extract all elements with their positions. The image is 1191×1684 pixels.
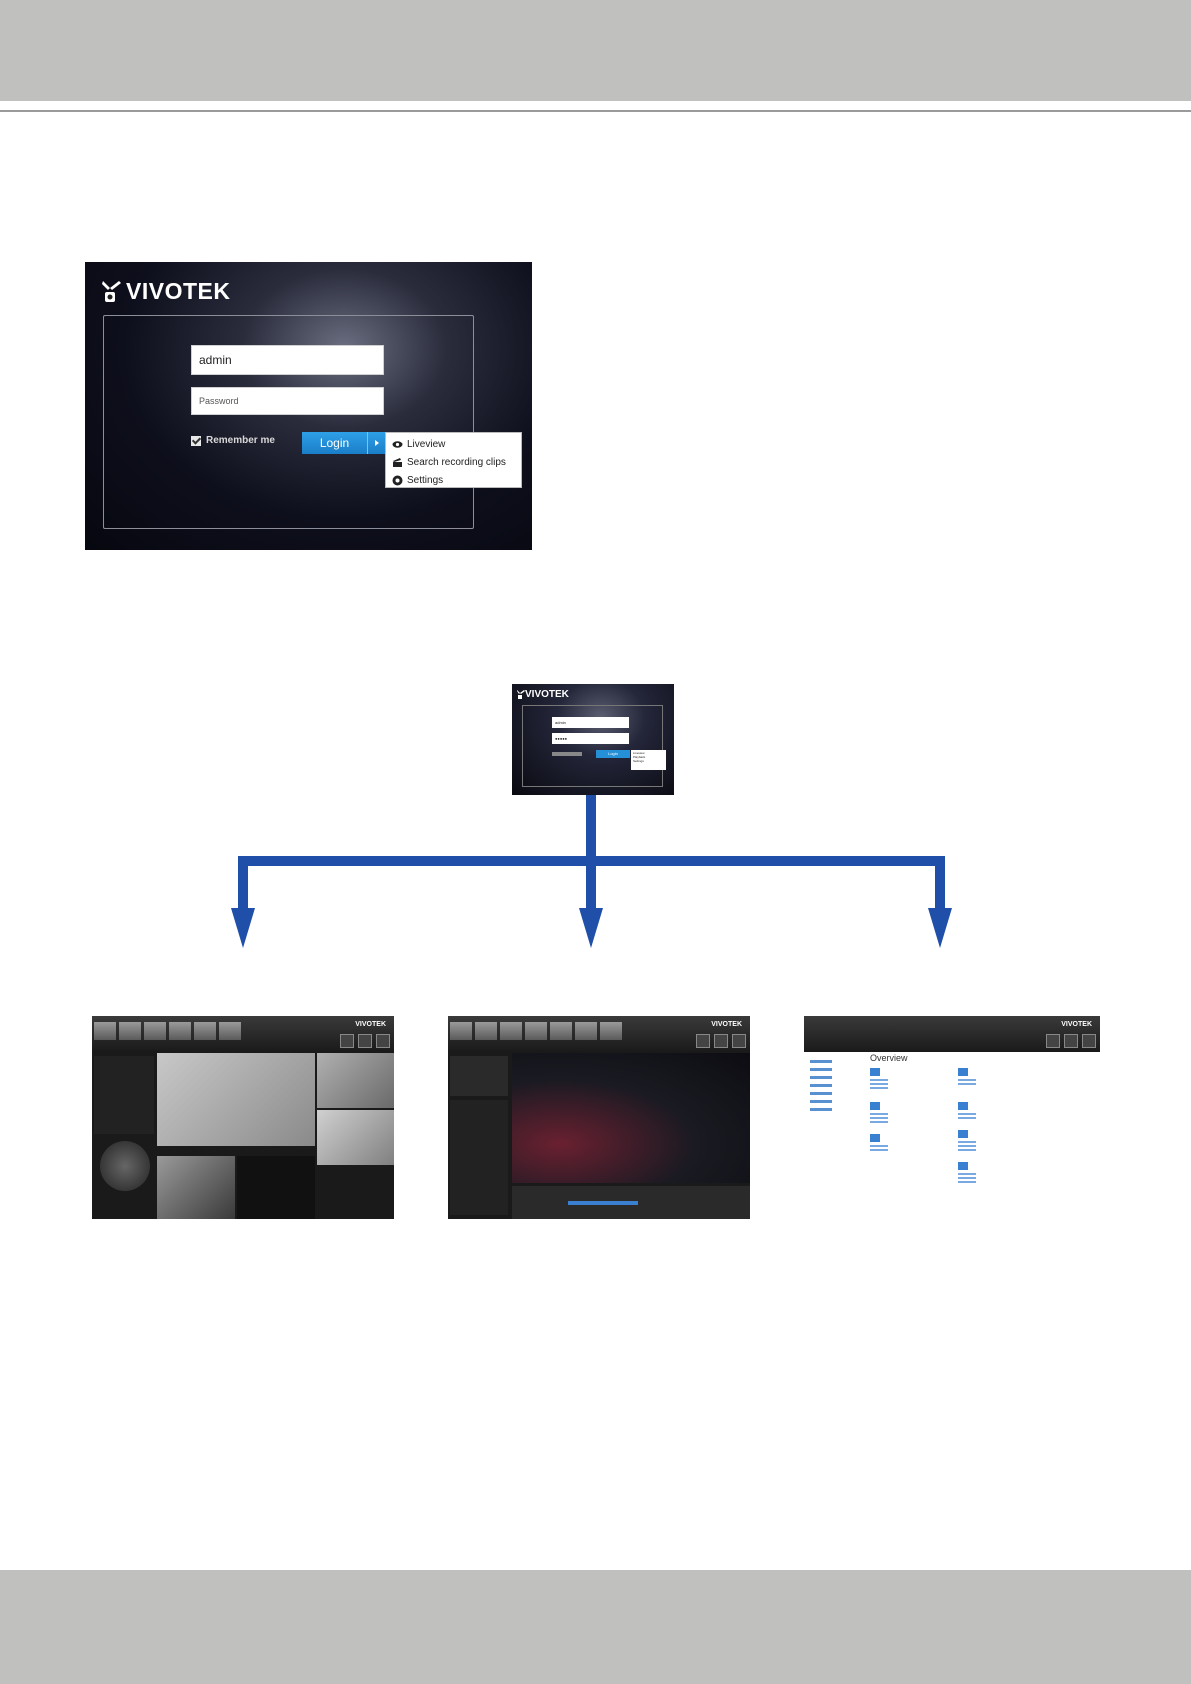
menu-item-settings[interactable]: Settings xyxy=(392,471,521,489)
settings-header: VIVOTEK xyxy=(804,1016,1100,1052)
arrow-left-shaft xyxy=(238,856,248,908)
mini-dropdown-menu: Liveview Playback Settings xyxy=(631,750,666,770)
playback-side-panel xyxy=(450,1100,508,1215)
playback-header: VIVOTEK xyxy=(448,1016,750,1052)
mini-menu-item: Liveview xyxy=(633,751,645,755)
camera-view-2 xyxy=(317,1053,394,1108)
ptz-joystick xyxy=(100,1141,150,1191)
mini-menu-item: Settings xyxy=(633,759,644,763)
settings-block xyxy=(870,1102,892,1142)
header-band xyxy=(0,0,1191,101)
timeline-progress xyxy=(568,1201,638,1205)
dropdown-arrow-icon[interactable] xyxy=(367,432,385,454)
menu-item-label: Settings xyxy=(407,474,444,486)
remember-me-label: Remember me xyxy=(206,435,275,446)
login-button[interactable]: Login xyxy=(302,432,385,454)
eye-icon xyxy=(392,439,403,450)
menu-item-label: Liveview xyxy=(407,438,446,450)
settings-sidebar xyxy=(810,1060,832,1116)
camera-view-5 xyxy=(237,1156,315,1219)
login-frame xyxy=(103,315,474,529)
logo-mark-icon xyxy=(101,279,123,305)
mini-password-field: ●●●●● xyxy=(552,733,629,744)
arrow-center-shaft xyxy=(586,861,596,908)
playback-screenshot: VIVOTEK xyxy=(448,1016,750,1219)
playback-video xyxy=(512,1053,750,1183)
arrow-center-head xyxy=(579,908,603,948)
footer-band xyxy=(0,1570,1191,1684)
username-field[interactable]: admin xyxy=(191,345,384,375)
playback-calendar xyxy=(450,1056,508,1096)
camera-view-6 xyxy=(317,1167,394,1219)
mini-username-field: admin xyxy=(552,717,629,728)
clip-icon xyxy=(392,457,403,468)
arrow-stem xyxy=(586,795,596,861)
liveview-screenshot: VIVOTEK xyxy=(92,1016,394,1219)
settings-block xyxy=(870,1068,892,1108)
playback-logo: VIVOTEK xyxy=(711,1021,742,1028)
liveview-mode-buttons xyxy=(340,1034,390,1048)
menu-item-label: Search recording clips xyxy=(407,456,506,468)
playback-mode-buttons xyxy=(696,1034,746,1048)
arrow-left-head xyxy=(231,908,255,948)
checkbox-icon[interactable] xyxy=(191,435,201,446)
arrow-right-shaft xyxy=(935,856,945,908)
settings-logo: VIVOTEK xyxy=(1061,1021,1092,1028)
menu-item-liveview[interactable]: Liveview xyxy=(392,435,521,453)
liveview-logo: VIVOTEK xyxy=(355,1021,386,1028)
camera-strip xyxy=(94,1022,241,1040)
login-screenshot: VIVOTEK admin Password Remember me Login… xyxy=(85,262,532,550)
mini-brand-name: VIVOTEK xyxy=(525,689,569,700)
remember-me-checkbox[interactable]: Remember me xyxy=(191,435,275,446)
settings-block xyxy=(958,1162,980,1202)
gear-icon xyxy=(392,475,403,486)
mini-vivotek-logo: VIVOTEK xyxy=(517,689,569,700)
settings-mode-buttons xyxy=(1046,1034,1096,1048)
mini-login-frame xyxy=(522,705,663,787)
camera-view-4 xyxy=(157,1156,235,1219)
arrow-right-head xyxy=(928,908,952,948)
camera-view-3 xyxy=(317,1110,394,1165)
login-dropdown-menu: Liveview Search recording clips Settings xyxy=(385,432,522,488)
mini-login-button: Login xyxy=(596,750,630,758)
brand-name: VIVOTEK xyxy=(126,278,231,304)
liveview-side-panel xyxy=(94,1056,154,1134)
mini-login-screenshot: VIVOTEK admin ●●●●● Login Liveview Playb… xyxy=(512,684,674,795)
liveview-header: VIVOTEK xyxy=(92,1016,394,1052)
playback-camera-strip xyxy=(450,1022,622,1040)
password-field[interactable]: Password xyxy=(191,387,384,415)
settings-block xyxy=(870,1134,892,1174)
vivotek-logo: VIVOTEK xyxy=(101,278,230,305)
camera-view-main xyxy=(157,1053,315,1146)
menu-item-search-clips[interactable]: Search recording clips xyxy=(392,453,521,471)
settings-block xyxy=(958,1102,980,1142)
mini-menu-item: Playback xyxy=(633,755,646,759)
settings-title: Overview xyxy=(870,1053,908,1063)
header-rule xyxy=(0,110,1191,112)
login-button-label: Login xyxy=(319,436,350,450)
settings-block xyxy=(958,1130,980,1170)
settings-block xyxy=(958,1068,980,1108)
flow-arrows xyxy=(231,795,952,948)
mini-remember-me xyxy=(552,752,582,756)
settings-screenshot: VIVOTEK Overview xyxy=(804,1016,1100,1219)
